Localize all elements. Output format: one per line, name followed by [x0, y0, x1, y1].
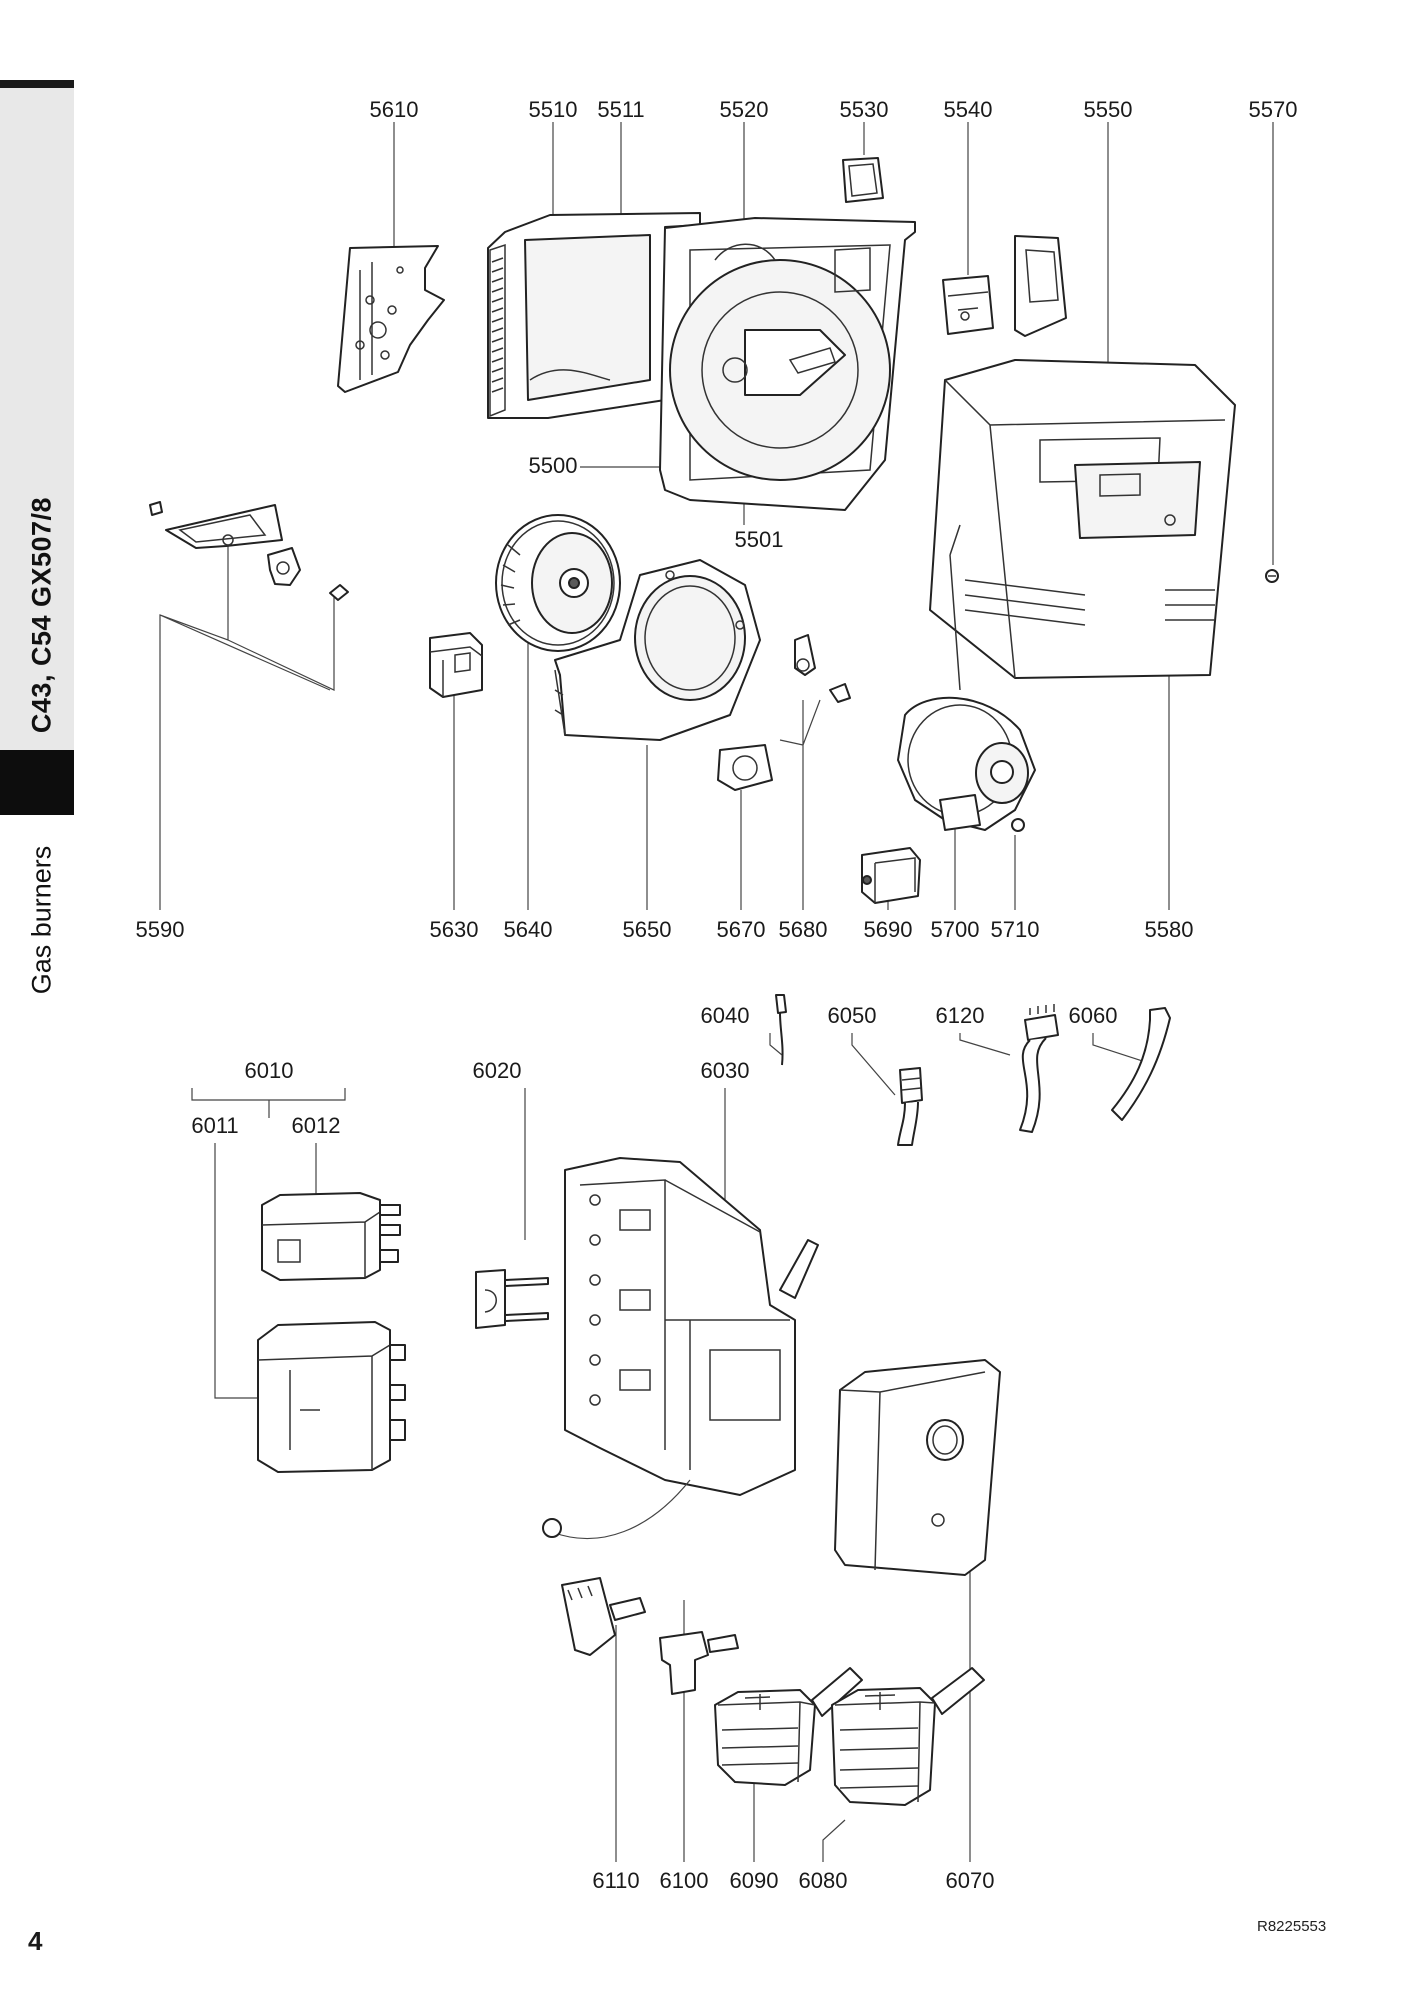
part-6080-valve-plug: [831, 1667, 985, 1806]
callout-5590: 5590: [136, 917, 185, 942]
callout-5710: 5710: [991, 917, 1040, 942]
callout-5511: 5511: [597, 97, 644, 122]
callout-5510: 5510: [529, 97, 578, 122]
part-6090-valve-plug: [714, 1667, 863, 1786]
part-5630-block: [429, 632, 483, 698]
callout-6110: 6110: [592, 1868, 639, 1893]
callout-5530: 5530: [840, 97, 889, 122]
sidebar-title-band: [0, 88, 74, 750]
callout-5520: 5520: [720, 97, 769, 122]
part-6011-module: [257, 1321, 406, 1473]
part-6040-cable: [775, 994, 787, 1066]
part-6020-jumper: [475, 1269, 549, 1329]
page-number: 4: [28, 1926, 43, 1956]
callout-6010: 6010: [245, 1058, 294, 1083]
callout-5690: 5690: [864, 917, 913, 942]
part-5690-pressure-switch: [861, 847, 921, 904]
part-6120-cable: [1019, 1004, 1059, 1133]
part-6100-connector: [659, 1631, 739, 1695]
sidebar-section-marker: [0, 750, 74, 815]
part-6030-control-box: [542, 1157, 819, 1540]
leader-lines: [159, 122, 1274, 1862]
callout-6070: 6070: [946, 1868, 995, 1893]
callout-6040: 6040: [701, 1003, 750, 1028]
part-6070-front-cover: [834, 1359, 1001, 1576]
callout-6090: 6090: [730, 1868, 779, 1893]
callout-5501: 5501: [735, 527, 784, 552]
callout-5580: 5580: [1145, 917, 1194, 942]
part-5670-bracket: [717, 744, 773, 791]
callout-6080: 6080: [799, 1868, 848, 1893]
callout-6060: 6060: [1069, 1003, 1118, 1028]
part-5680-sensor: [794, 634, 851, 703]
callout-5670: 5670: [717, 917, 766, 942]
callout-labels: 5610 5510 5511 5520 5530 5540 5550 5570 …: [136, 97, 1298, 1893]
part-5540-switch: [942, 235, 1067, 337]
part-5570-screw: [1265, 569, 1279, 583]
part-5650-inlet: [554, 559, 761, 741]
callout-5640: 5640: [504, 917, 553, 942]
callout-6030: 6030: [701, 1058, 750, 1083]
part-5610-mounting-plate: [337, 245, 445, 393]
callout-5630: 5630: [430, 917, 479, 942]
part-5520-casing: [659, 217, 916, 511]
callout-6100: 6100: [660, 1868, 709, 1893]
callout-5610: 5610: [370, 97, 419, 122]
part-6012-module: [261, 1192, 401, 1281]
callout-6011: 6011: [191, 1113, 238, 1138]
callout-5500: 5500: [529, 453, 578, 478]
callout-5550: 5550: [1084, 97, 1133, 122]
part-5590-air-damper: [149, 501, 349, 601]
callout-5540: 5540: [944, 97, 993, 122]
part-5510-housing: [487, 212, 701, 419]
callout-6012: 6012: [292, 1113, 341, 1138]
part-5640-fan-wheel: [495, 514, 621, 652]
callout-5680: 5680: [779, 917, 828, 942]
callout-6050: 6050: [828, 1003, 877, 1028]
callout-6020: 6020: [473, 1058, 522, 1083]
callout-5570: 5570: [1249, 97, 1298, 122]
part-6110-connector: [561, 1577, 646, 1656]
callout-6120: 6120: [936, 1003, 985, 1028]
part-5530-gasket: [842, 157, 884, 203]
part-6050-cable: [897, 1067, 923, 1146]
document-code: R8225553: [1257, 1918, 1327, 1935]
part-6060-hose: [1111, 1007, 1171, 1121]
sidebar-top-rule: [0, 80, 74, 88]
part-5700-motor: [897, 696, 1036, 832]
part-5550-cover: [929, 359, 1236, 691]
callout-5650: 5650: [623, 917, 672, 942]
callout-5700: 5700: [931, 917, 980, 942]
